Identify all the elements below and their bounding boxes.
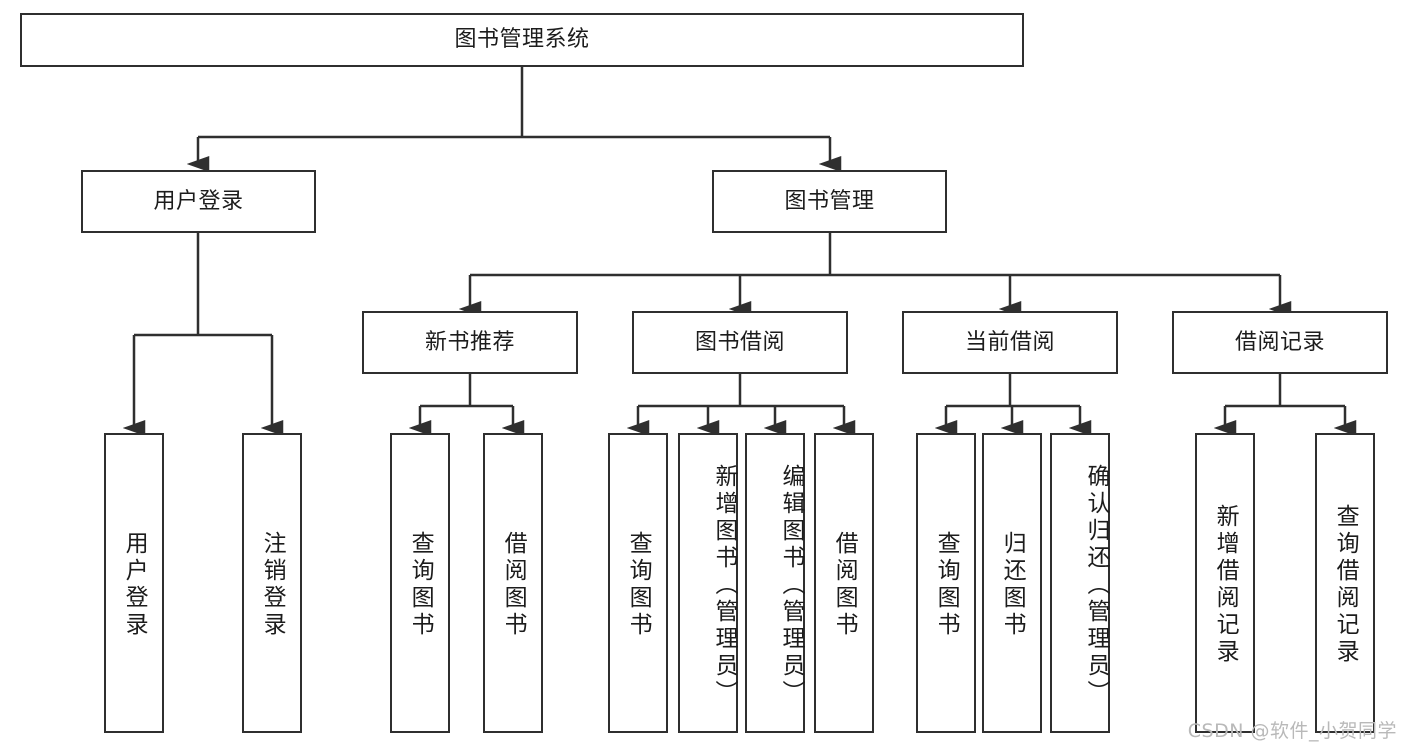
node-leaf-borrow-book-1[interactable]: 借阅图书 xyxy=(483,433,543,733)
node-label: 图书管理系统 xyxy=(454,27,590,53)
node-label: 查询图书 xyxy=(933,531,960,639)
node-book-borrow[interactable]: 图书借阅 xyxy=(632,311,848,374)
node-label: 借阅图书 xyxy=(500,531,527,639)
node-leaf-edit-book-admin[interactable]: 编辑图书（管理员） xyxy=(745,433,805,733)
node-leaf-return-book[interactable]: 归还图书 xyxy=(982,433,1042,733)
node-book-management[interactable]: 图书管理 xyxy=(712,170,947,233)
node-label: 用户登录 xyxy=(121,531,148,639)
node-leaf-query-book-3[interactable]: 查询图书 xyxy=(916,433,976,733)
node-label: 新增借阅记录 xyxy=(1212,504,1239,666)
node-leaf-add-book-admin[interactable]: 新增图书（管理员） xyxy=(678,433,738,733)
node-label: 当前借阅 xyxy=(964,329,1055,355)
node-user-login[interactable]: 用户登录 xyxy=(81,170,316,233)
node-system-title[interactable]: 图书管理系统 xyxy=(20,13,1024,67)
node-current-borrow[interactable]: 当前借阅 xyxy=(902,311,1118,374)
node-label: 查询图书 xyxy=(407,531,434,639)
node-leaf-confirm-return-admin[interactable]: 确认归还（管理员） xyxy=(1050,433,1110,733)
node-label: 新增图书（管理员） xyxy=(711,463,737,707)
node-leaf-user-login[interactable]: 用户登录 xyxy=(104,433,164,733)
node-label: 借阅图书 xyxy=(831,531,858,639)
node-leaf-add-borrow-record[interactable]: 新增借阅记录 xyxy=(1195,433,1255,733)
watermark-text: CSDN @软件_小贺同学 xyxy=(1187,720,1397,742)
node-label: 归还图书 xyxy=(999,531,1026,639)
node-leaf-query-book-2[interactable]: 查询图书 xyxy=(608,433,668,733)
node-label: 编辑图书（管理员） xyxy=(778,463,804,707)
node-label: 查询图书 xyxy=(625,531,652,639)
node-label: 图书管理 xyxy=(784,188,875,214)
node-label: 借阅记录 xyxy=(1234,329,1325,355)
node-label: 新书推荐 xyxy=(424,329,515,355)
node-leaf-query-book-1[interactable]: 查询图书 xyxy=(390,433,450,733)
node-label: 图书借阅 xyxy=(694,329,785,355)
node-label: 查询借阅记录 xyxy=(1332,504,1359,666)
node-leaf-query-borrow-record[interactable]: 查询借阅记录 xyxy=(1315,433,1375,733)
node-borrow-record[interactable]: 借阅记录 xyxy=(1172,311,1388,374)
node-leaf-user-logout[interactable]: 注销登录 xyxy=(242,433,302,733)
node-label: 注销登录 xyxy=(259,531,286,639)
node-label: 确认归还（管理员） xyxy=(1083,463,1109,707)
node-new-book-recommend[interactable]: 新书推荐 xyxy=(362,311,578,374)
node-label: 用户登录 xyxy=(153,188,244,214)
node-leaf-borrow-book-2[interactable]: 借阅图书 xyxy=(814,433,874,733)
